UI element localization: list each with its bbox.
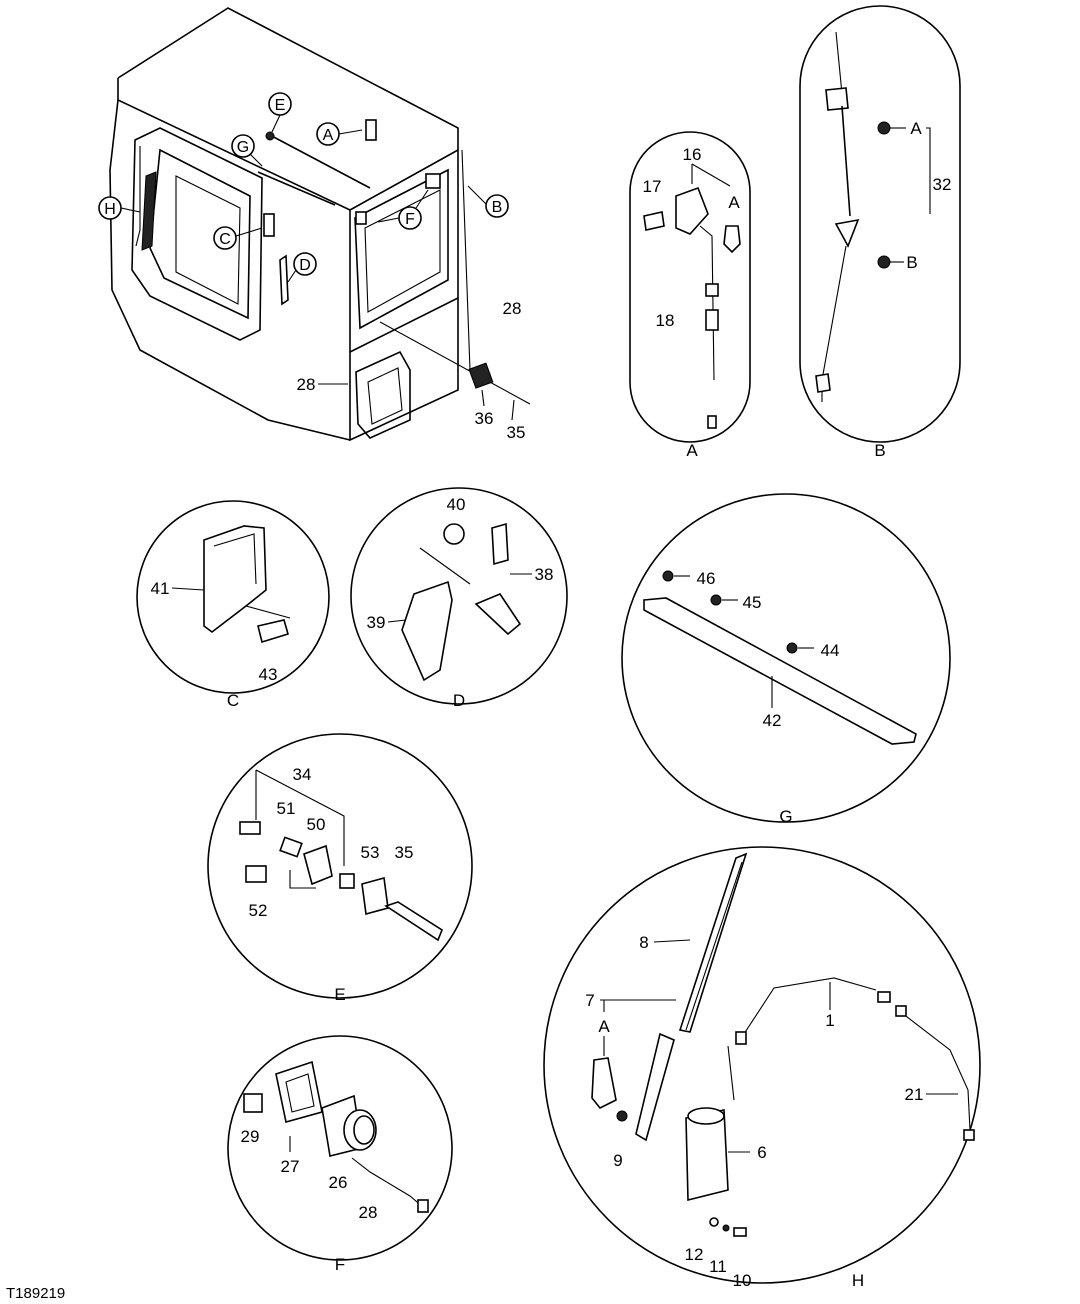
label-28-top: 28 [503,299,522,318]
caption-D: D [453,691,465,710]
callout-H: H [104,201,116,218]
label-42: 42 [763,711,782,730]
label-51: 51 [277,799,296,818]
label-7: 7 [585,991,594,1010]
label-26: 26 [329,1173,348,1192]
ref-A-small: A [728,193,740,212]
detail-G: 46 45 44 42 G [621,493,951,826]
label-21: 21 [905,1085,924,1104]
callout-E: E [275,97,286,114]
detail-D: 40 38 39 D [350,487,568,710]
detail-A: 16 17 A 18 A [629,131,751,460]
ref-B-right: B [906,253,917,272]
label-28-F: 28 [359,1203,378,1222]
ref-A-right: A [910,119,922,138]
label-9: 9 [613,1151,622,1170]
label-41: 41 [151,579,170,598]
callout-G: G [237,139,249,156]
label-38: 38 [535,565,554,584]
label-28-bottom: 28 [297,375,316,394]
label-1: 1 [825,1011,834,1030]
figure-id: T189219 [6,1285,65,1302]
label-44: 44 [821,641,840,660]
label-16: 16 [683,145,702,164]
detail-C: 41 43 C [136,500,330,710]
label-17: 17 [643,177,662,196]
label-29: 29 [241,1127,260,1146]
label-43: 43 [259,665,278,684]
callout-A: A [323,127,334,144]
label-40: 40 [447,495,466,514]
label-6: 6 [757,1143,766,1162]
callout-D: D [299,257,311,274]
detail-F: 29 27 26 28 F [227,1035,453,1274]
label-8: 8 [639,933,648,952]
label-27: 27 [281,1157,300,1176]
label-34: 34 [293,765,312,784]
label-18: 18 [656,311,675,330]
caption-E: E [334,985,345,1004]
caption-C: C [227,691,239,710]
caption-H: H [852,1271,864,1290]
caption-F: F [335,1255,345,1274]
label-50: 50 [307,815,326,834]
callout-B: B [492,199,503,216]
caption-A: A [686,441,698,460]
detail-B: A 32 B B [799,5,961,460]
label-45: 45 [743,593,762,612]
label-39: 39 [367,613,386,632]
label-36: 36 [475,409,494,428]
label-53: 53 [361,843,380,862]
label-32: 32 [933,175,952,194]
label-11: 11 [709,1257,727,1276]
label-12: 12 [685,1245,704,1264]
label-35-E: 35 [395,843,414,862]
ref-A-H: A [598,1017,610,1036]
label-10: 10 [733,1271,752,1290]
caption-B: B [874,441,885,460]
callout-C: C [219,231,231,248]
detail-H: 8 7 A 9 1 21 6 12 11 10 H [543,846,981,1290]
detail-E: 34 51 50 53 35 52 E [207,733,473,1004]
caption-G: G [779,807,792,826]
callout-F: F [405,211,415,228]
cab-overview: E A G H C D F B 28 28 36 35 [98,7,531,442]
label-46: 46 [697,569,716,588]
label-52: 52 [249,901,268,920]
label-35: 35 [507,423,526,442]
